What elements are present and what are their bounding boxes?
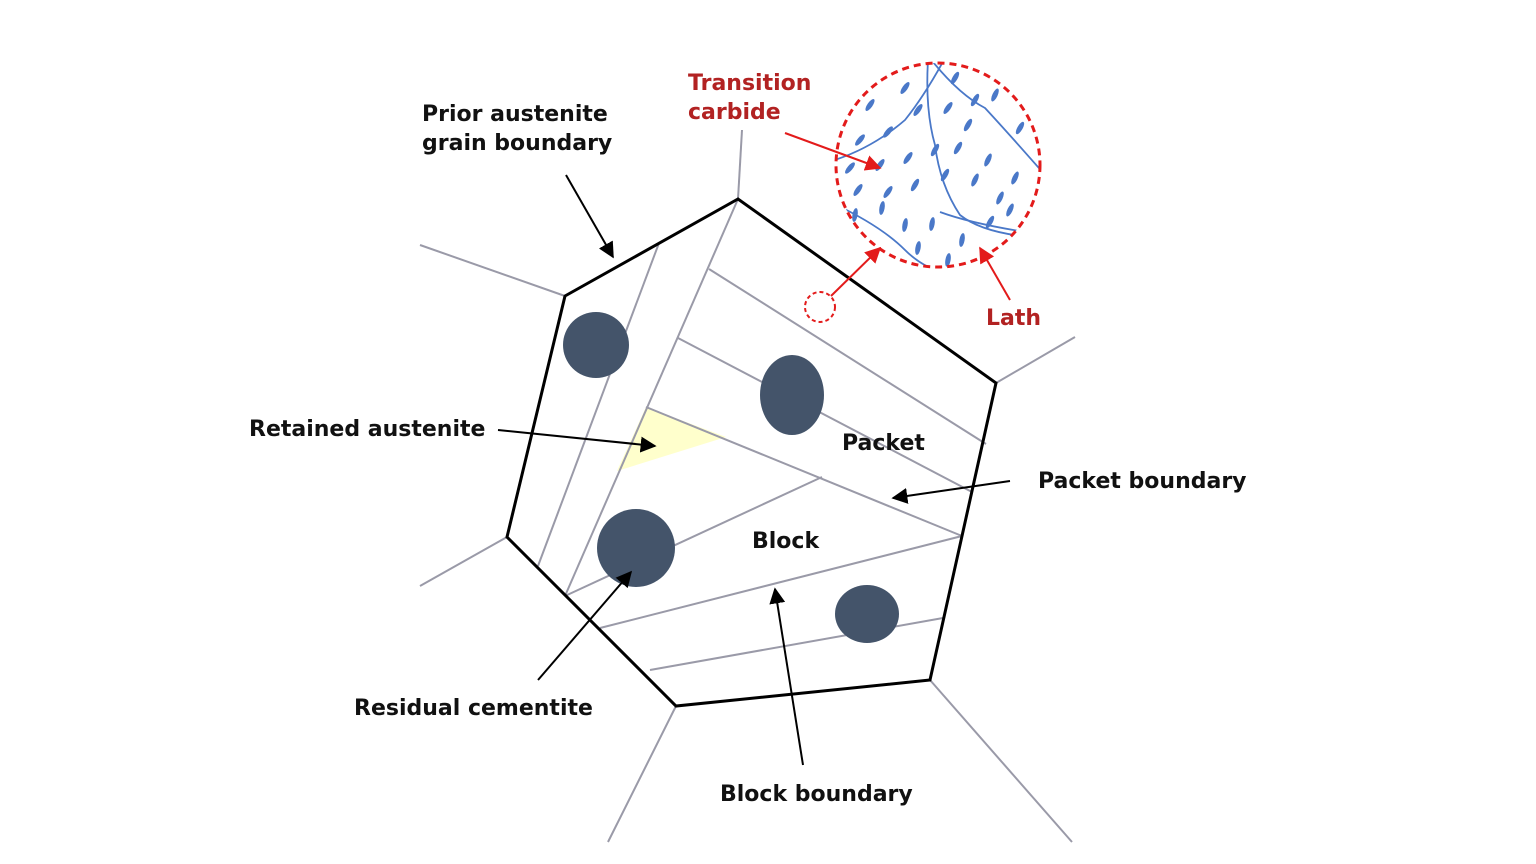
prior-austenite-arrow [565,174,614,259]
cementite-particle [563,312,629,378]
carbide-particle [879,201,885,215]
carbide-particle [902,218,908,232]
carbide-particle [959,233,965,247]
lath-boundary [836,63,946,163]
carbide-particle [929,217,935,231]
carbide-particle [883,186,893,198]
block-boundary-line [677,337,973,493]
carbide-particle [963,118,973,132]
neighbor-grain-boundaries [419,129,1076,843]
transition-carbide-label-line2: carbide [688,100,781,125]
neighbor-boundary [737,129,743,200]
magnified-inset [804,61,1042,323]
carbide-particle [996,191,1004,205]
carbide-particle [855,134,865,146]
lath-boundary [932,63,1040,176]
carbide-particle [943,102,953,114]
carbide-particle [915,241,921,255]
carbide-particle [1011,171,1019,185]
lath-boundary [926,63,1040,239]
carbide-particle [853,184,863,196]
carbide-particle [852,208,858,222]
retained-austenite-arrow [497,429,657,453]
neighbor-boundary [607,705,677,843]
prior-austenite-label-line2: grain boundary [422,131,613,156]
carbide-particle [984,153,992,167]
carbide-particle [970,93,980,107]
prior-austenite-label-line1: Prior austenite [422,102,608,127]
residual-cementite-label: Residual cementite [354,696,593,721]
block-label: Block [752,529,820,554]
carbide-particle [953,141,963,155]
carbide-particle [1006,203,1014,217]
neighbor-boundary [419,536,508,587]
block-boundary-line [708,268,987,445]
residual-cementite-arrow [537,570,633,681]
cementite-particle [835,585,899,643]
cementite-particle [760,355,824,435]
carbide-particle [991,88,999,102]
carbide-particle [950,71,960,85]
packet-boundary-line [564,198,739,597]
neighbor-boundary [419,244,566,297]
magnified-spot [804,291,836,323]
carbide-particle [913,104,923,116]
transition-carbides [845,71,1025,267]
carbide-particle [1015,121,1025,135]
neighbor-boundary [929,679,1073,843]
cementite-particle [597,509,675,587]
lath-label: Lath [986,306,1042,331]
packet-boundary-arrow [891,480,1011,504]
prior-austenite-label: Prior austenite grain boundary [422,100,612,158]
block-boundary-line [599,535,963,629]
carbide-particle [910,178,920,192]
lath-arrow [979,246,1011,301]
block-boundary-line [564,476,823,597]
block-boundary-label: Block boundary [720,782,913,807]
carbide-particle [971,173,979,187]
carbide-particle [903,152,913,164]
block-boundary-arrow [769,587,804,766]
packet-boundary-line [645,406,963,537]
lath-boundaries [836,63,1040,267]
annotation-arrows [497,132,1011,766]
carbide-particle [940,168,950,182]
transition-carbide-label: Transition carbide [688,69,811,127]
neighbor-boundary [995,336,1076,384]
cementite-particles [563,312,899,643]
retained-austenite-label: Retained austenite [249,417,486,442]
packet-boundary-line [537,242,660,567]
transition-carbide-label-line1: Transition [688,71,812,96]
carbide-particle [845,162,855,174]
carbide-particle [865,99,875,111]
packet-label: Packet [842,431,925,456]
internal-boundaries [537,198,987,671]
carbide-particle [930,143,940,157]
packet-boundary-label: Packet boundary [1038,469,1247,494]
transition-carbide-arrow [784,132,882,171]
zoom-arrow [830,246,882,297]
carbide-particle [900,82,910,94]
carbide-particle [883,126,893,138]
inset-border [834,61,1042,269]
carbide-particle [945,253,951,267]
block-boundary-line [649,617,944,671]
retained-austenite-region [617,407,726,471]
prior-austenite-grain [505,197,998,708]
carbide-particle [985,215,995,229]
